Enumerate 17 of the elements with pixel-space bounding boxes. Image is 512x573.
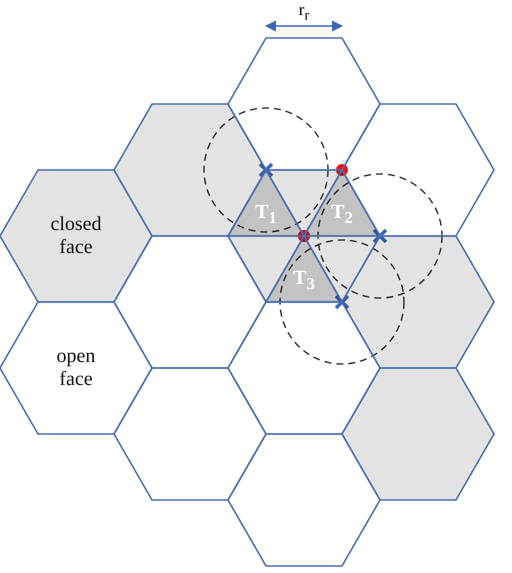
triangle xyxy=(266,236,342,302)
hexagon-face xyxy=(0,302,152,434)
triangle-label: T$_{3}$ xyxy=(293,266,315,294)
hexagon-face xyxy=(0,170,152,302)
hexagon-face xyxy=(114,368,266,500)
triangle xyxy=(304,170,380,236)
face-label: open face xyxy=(56,345,96,391)
face-label: closed face xyxy=(49,213,103,259)
triangle-label: T$_{2}$ xyxy=(331,200,353,228)
triangle xyxy=(228,170,304,236)
hexagon-face xyxy=(228,170,380,302)
triangle-label: T$_{1}$ xyxy=(255,200,277,228)
hexagon-face xyxy=(228,434,380,566)
hexagon-face xyxy=(228,302,380,434)
hexagon-face xyxy=(342,368,494,500)
dimension-label: r$_{r}$ xyxy=(298,0,310,24)
hexagon-face xyxy=(228,38,380,170)
